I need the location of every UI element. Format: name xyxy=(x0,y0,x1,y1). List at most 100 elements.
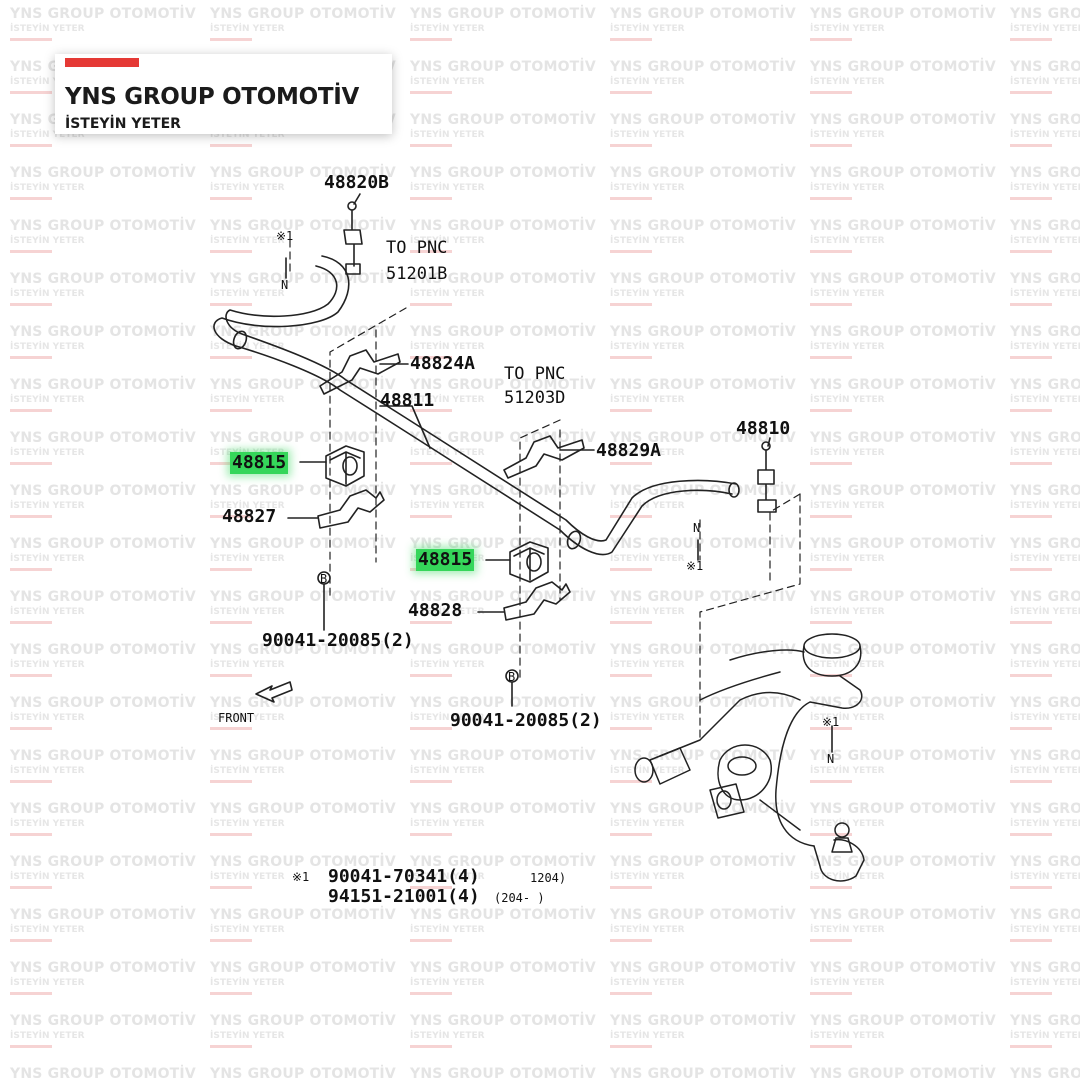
watermark-bar xyxy=(210,780,252,783)
bushing-left xyxy=(325,445,365,487)
watermark-line2: İSTEYİN YETER xyxy=(1010,872,1080,882)
watermark-line2: İSTEYİN YETER xyxy=(810,448,885,458)
watermark-line1: YNS GROUP OTOMOTİV xyxy=(610,960,796,976)
watermark-bar xyxy=(210,1045,252,1048)
lower-arm-assembly xyxy=(634,633,865,882)
watermark-line1: YNS GROUP OTOMOTİV xyxy=(810,589,996,605)
watermark-bar xyxy=(10,462,52,465)
watermark-line1: YNS GROUP OTOMOTİV xyxy=(210,483,396,499)
watermark-line2: İSTEYİN YETER xyxy=(610,554,685,564)
bracket-48828 xyxy=(503,581,571,621)
watermark-line2: İSTEYİN YETER xyxy=(810,925,885,935)
marker-n-mid: N xyxy=(693,521,701,535)
watermark-line2: İSTEYİN YETER xyxy=(210,24,285,34)
watermark-line2: İSTEYİN YETER xyxy=(410,713,485,723)
watermark-bar xyxy=(610,409,652,412)
marker-b-left: B xyxy=(320,572,328,586)
watermark-line2: İSTEYİN YETER xyxy=(410,289,485,299)
watermark-line2: İSTEYİN YETER xyxy=(10,130,85,140)
watermark-bar xyxy=(1010,197,1052,200)
watermark-bar xyxy=(410,356,452,359)
watermark-bar xyxy=(810,1045,852,1048)
watermark-line2: İSTEYİN YETER xyxy=(810,501,885,511)
watermark-line1: YNS GROUP OTOMOTİV xyxy=(1010,271,1080,287)
watermark-line2: İSTEYİN YETER xyxy=(610,501,685,511)
watermark-line2: İSTEYİN YETER xyxy=(1010,554,1080,564)
watermark-bar xyxy=(10,674,52,677)
bracket-48829a xyxy=(503,435,585,479)
watermark-line1: YNS GROUP OTOMOTİV xyxy=(610,589,796,605)
label-bolt-left: 90041-20085(2) xyxy=(262,630,414,651)
watermark-bar xyxy=(10,992,52,995)
watermark-line2: İSTEYİN YETER xyxy=(810,766,885,776)
watermark-bar xyxy=(210,833,252,836)
watermark-line1: YNS GROUP OTOMOTİV xyxy=(410,430,596,446)
watermark-bar xyxy=(1010,1045,1052,1048)
watermark-line2: İSTEYİN YETER xyxy=(410,342,485,352)
brand-slogan: İSTEYİN YETER xyxy=(65,116,181,132)
watermark-bar xyxy=(410,303,452,306)
watermark-line1: YNS GROUP OTOMOTİV xyxy=(210,536,396,552)
label-48811: 48811 xyxy=(380,390,435,411)
watermark-line1: YNS GROUP OTOMOTİV xyxy=(210,960,396,976)
watermark-line2: İSTEYİN YETER xyxy=(10,872,85,882)
watermark-line1: YNS GROUP OTOMOTİV xyxy=(810,165,996,181)
watermark-line1: YNS GROUP OTOMOTİV xyxy=(410,324,596,340)
watermark-line1: YNS GROUP OTOMOTİV xyxy=(610,801,796,817)
watermark-line1: YNS GROUP OTOMOTİV xyxy=(410,1013,596,1029)
watermark-line2: İSTEYİN YETER xyxy=(810,289,885,299)
watermark-line2: İSTEYİN YETER xyxy=(210,607,285,617)
watermark-line1: YNS GROUP OTOMOTİV xyxy=(810,112,996,128)
watermark-line2: İSTEYİN YETER xyxy=(1010,1031,1080,1041)
watermark-line2: İSTEYİN YETER xyxy=(1010,24,1080,34)
label-to-pnc-1-line1: TO PNC xyxy=(386,238,448,258)
watermark-line2: İSTEYİN YETER xyxy=(410,978,485,988)
watermark-bar xyxy=(610,674,652,677)
watermark-line2: İSTEYİN YETER xyxy=(610,130,685,140)
label-front: FRONT xyxy=(218,711,255,725)
watermark-line2: İSTEYİN YETER xyxy=(410,395,485,405)
watermark-line2: İSTEYİN YETER xyxy=(810,236,885,246)
watermark-bar xyxy=(810,38,852,41)
watermark-line2: İSTEYİN YETER xyxy=(210,130,285,140)
bar-ring-right xyxy=(566,530,582,550)
watermark-line1: YNS GROUP OTOMOTİV xyxy=(410,695,596,711)
watermark-line1: YNS GROUP OTOMOTİV xyxy=(10,1013,196,1029)
watermark-line1: YNS GROUP OTOMOTİV xyxy=(810,324,996,340)
watermark-line1: YNS GROUP OTOMOTİV xyxy=(810,907,996,923)
watermark-line2: İSTEYİN YETER xyxy=(210,872,285,882)
watermark-bar xyxy=(410,409,452,412)
watermark-bar xyxy=(810,144,852,147)
watermark-line1: YNS GROUP OTOMOTİV xyxy=(410,165,596,181)
watermark-line2: İSTEYİN YETER xyxy=(10,24,85,34)
watermark-line2: İSTEYİN YETER xyxy=(1010,925,1080,935)
watermark-line2: İSTEYİN YETER xyxy=(410,183,485,193)
watermark-bar xyxy=(10,727,52,730)
watermark-line2: İSTEYİN YETER xyxy=(10,978,85,988)
watermark-bar xyxy=(610,780,652,783)
watermark-bar xyxy=(810,621,852,624)
watermark-bar xyxy=(610,197,652,200)
watermark-line1: YNS GROUP OTOMOTİV xyxy=(10,801,196,817)
watermark-line1: YNS GROUP OTOMOTİV xyxy=(810,695,996,711)
watermark-bar xyxy=(210,621,252,624)
watermark-line1: YNS GROUP OTOMOTİV xyxy=(810,430,996,446)
